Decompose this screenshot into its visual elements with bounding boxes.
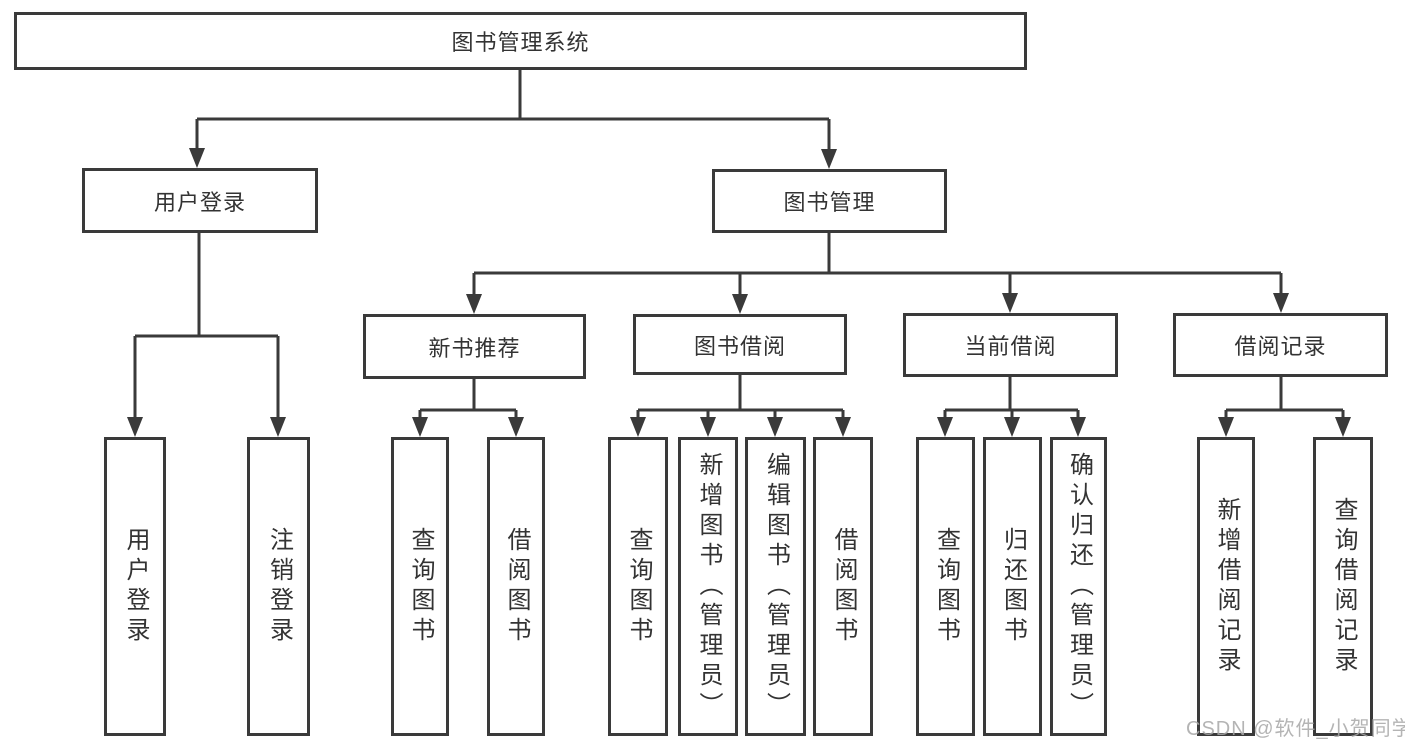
leaf-current-return-book-label: 归还图书 xyxy=(999,526,1027,647)
leaf-records-query-record-label: 查询借阅记录 xyxy=(1330,496,1357,677)
csdn-watermark: CSDN @软件_小贺同学 xyxy=(1186,718,1405,740)
leaf-rec-borrow-book-label: 借阅图书 xyxy=(503,526,530,647)
node-user-login-label: 用户登录 xyxy=(153,189,246,215)
node-current-borrow-label: 当前借阅 xyxy=(964,334,1057,359)
tree-edges xyxy=(133,70,1345,419)
leaf-rec-query-book-label: 查询图书 xyxy=(407,526,434,647)
node-book-management: 图书管理 xyxy=(712,169,947,233)
node-new-book-recommend: 新书推荐 xyxy=(363,314,586,379)
leaf-borrow-borrow-book-label: 借阅图书 xyxy=(830,526,857,647)
leaf-borrow-query-book-label: 查询图书 xyxy=(625,526,652,647)
node-borrow-records: 借阅记录 xyxy=(1173,313,1388,377)
leaf-rec-borrow-book: 借阅图书 xyxy=(487,437,545,736)
node-book-management-label: 图书管理 xyxy=(783,190,876,215)
leaf-logout-login: 注销登录 xyxy=(247,437,310,736)
leaf-current-confirm-return-label: 确认归还（管理员） xyxy=(1065,451,1093,722)
leaf-borrow-add-book-label: 新增图书（管理员） xyxy=(695,451,722,722)
node-user-login: 用户登录 xyxy=(82,168,318,233)
node-root: 图书管理系统 xyxy=(14,12,1027,70)
node-borrow-records-label: 借阅记录 xyxy=(1234,334,1327,359)
leaf-records-add-record-label: 新增借阅记录 xyxy=(1213,496,1240,677)
arrowheads xyxy=(127,148,1351,437)
node-book-borrow-label: 图书借阅 xyxy=(693,333,786,359)
node-new-book-recommend-label: 新书推荐 xyxy=(428,335,521,361)
node-book-borrow: 图书借阅 xyxy=(633,314,847,375)
node-root-label: 图书管理系统 xyxy=(451,30,590,55)
leaf-current-query-book-label: 查询图书 xyxy=(932,526,960,647)
leaf-records-add-record: 新增借阅记录 xyxy=(1197,437,1255,736)
leaf-borrow-borrow-book: 借阅图书 xyxy=(813,437,873,736)
leaf-current-confirm-return: 确认归还（管理员） xyxy=(1050,437,1107,736)
leaf-borrow-edit-book: 编辑图书（管理员） xyxy=(745,437,806,736)
leaf-current-query-book: 查询图书 xyxy=(916,437,975,736)
leaf-borrow-add-book: 新增图书（管理员） xyxy=(678,437,738,736)
leaf-borrow-edit-book-label: 编辑图书（管理员） xyxy=(762,451,790,722)
leaf-rec-query-book: 查询图书 xyxy=(391,437,449,736)
leaf-records-query-record: 查询借阅记录 xyxy=(1313,437,1373,736)
leaf-user-login: 用户登录 xyxy=(104,437,166,736)
node-current-borrow: 当前借阅 xyxy=(903,313,1118,377)
leaf-user-login-label: 用户登录 xyxy=(122,526,149,647)
leaf-current-return-book: 归还图书 xyxy=(983,437,1042,736)
leaf-logout-login-label: 注销登录 xyxy=(265,526,293,647)
leaf-borrow-query-book: 查询图书 xyxy=(608,437,668,736)
